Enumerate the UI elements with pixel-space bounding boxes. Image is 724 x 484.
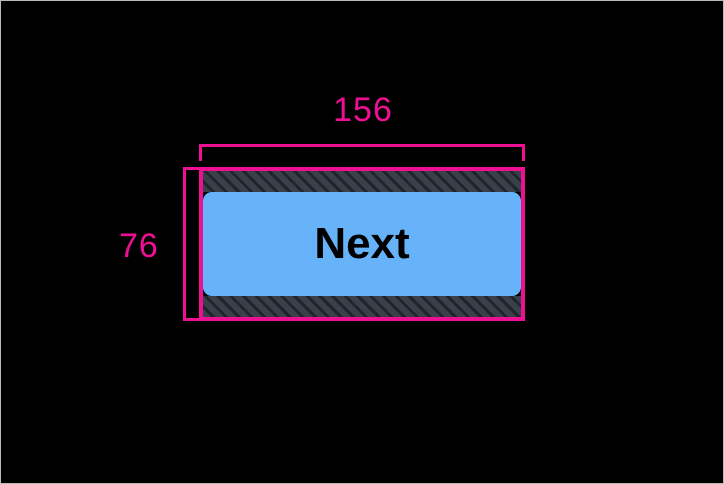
padding-strip-top (203, 171, 521, 192)
next-button[interactable]: Next (203, 192, 521, 296)
width-dimension-bracket (199, 144, 525, 161)
height-dimension-bracket (183, 167, 200, 321)
padding-strip-bottom (203, 296, 521, 317)
width-dimension-label: 156 (333, 91, 393, 129)
next-button-label: Next (314, 219, 410, 268)
highlighted-element-outline: Next (199, 167, 525, 321)
element-box-model: Next (203, 171, 521, 317)
height-dimension-label: 76 (119, 227, 159, 265)
